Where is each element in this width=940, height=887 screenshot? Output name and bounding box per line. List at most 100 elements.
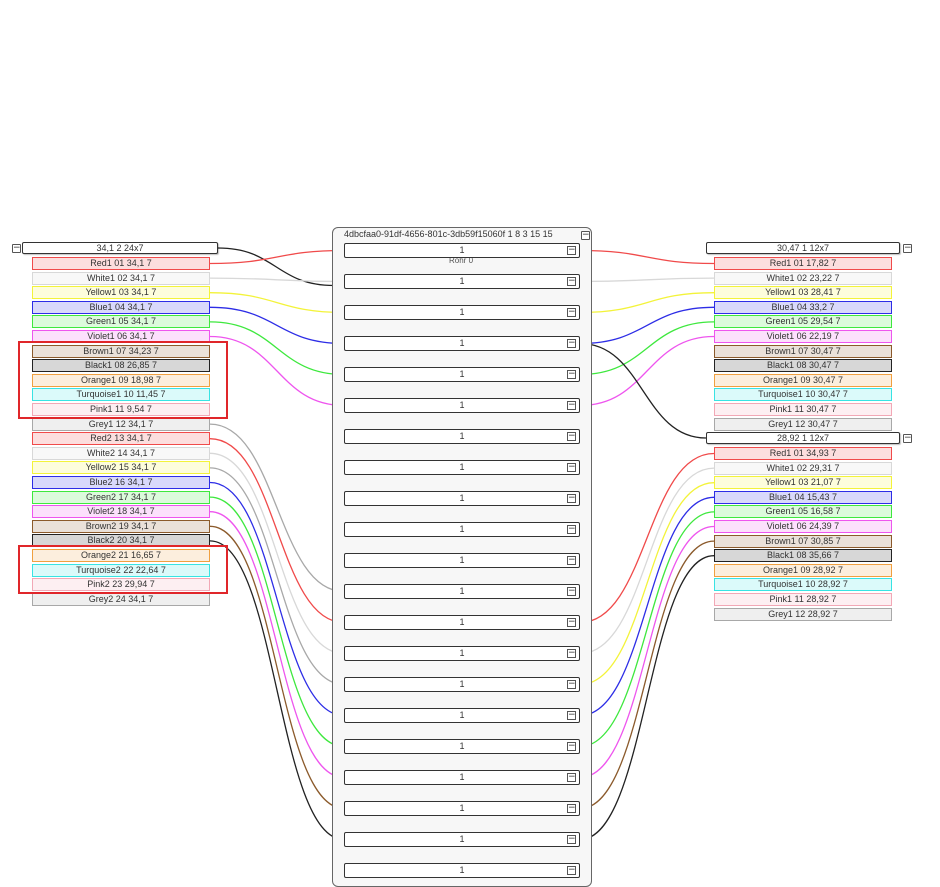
splice-slot[interactable]: 1− — [344, 863, 580, 878]
left-cable-fiber-red[interactable]: Red1 01 34,1 7 — [32, 257, 210, 270]
right-cable-1-fiber-blue[interactable]: Blue1 04 33,2 7 — [714, 300, 892, 314]
splice-slot-label: 1 — [459, 338, 465, 348]
collapse-slot-icon[interactable]: − — [567, 648, 576, 658]
splice-slot[interactable]: 1− — [344, 336, 580, 351]
splice-slot[interactable]: 1− — [344, 770, 580, 785]
right-cable-2-header[interactable]: 28,92 1 12x7 — [706, 432, 900, 444]
splice-slot[interactable]: 1− — [344, 491, 580, 506]
left-cable-header[interactable]: 34,1 2 24x7 — [22, 242, 218, 254]
collapse-slot-icon[interactable]: − — [567, 586, 576, 596]
collapse-slot-icon[interactable]: − — [567, 617, 576, 627]
collapse-slot-icon[interactable]: − — [567, 400, 576, 410]
collapse-slot-icon[interactable]: − — [567, 555, 576, 565]
left-cable-fiber-pink[interactable]: Pink1 11 9,54 7 — [32, 403, 210, 416]
right-cable-2-fiber-brown[interactable]: Brown1 07 30,85 7 — [714, 534, 892, 548]
collapse-slot-icon[interactable]: − — [567, 493, 576, 503]
left-cable-fiber-grey[interactable]: Grey2 24 34,1 7 — [32, 592, 210, 606]
right-cable-1-fiber-black[interactable]: Black1 08 30,47 7 — [714, 359, 892, 373]
splice-slot[interactable]: 1− — [344, 398, 580, 413]
collapse-left-cable-icon[interactable]: − — [12, 243, 21, 253]
splice-slot[interactable]: 1− — [344, 305, 580, 320]
left-cable-fiber-orange[interactable]: Orange2 21 16,65 7 — [32, 549, 210, 562]
collapse-slot-icon[interactable]: − — [567, 276, 576, 286]
collapse-slot-icon[interactable]: − — [567, 741, 576, 751]
collapse-slot-icon[interactable]: − — [567, 710, 576, 720]
splice-slot[interactable]: 1− — [344, 367, 580, 382]
left-fiber-wire — [209, 496, 345, 748]
right-cable-1-fiber-orange[interactable]: Orange1 09 30,47 7 — [714, 373, 892, 387]
left-cable-fiber-yellow[interactable]: Yellow1 03 34,1 7 — [32, 286, 210, 300]
splice-slot[interactable]: 1− — [344, 677, 580, 692]
collapse-right-cable-2-icon[interactable]: − — [903, 433, 912, 443]
right-cable-1-fiber-turquoise[interactable]: Turquoise1 10 30,47 7 — [714, 388, 892, 402]
right-cable-2-fiber-blue[interactable]: Blue1 04 15,43 7 — [714, 490, 892, 504]
left-fiber-wire — [209, 525, 345, 810]
collapse-slot-icon[interactable]: − — [567, 772, 576, 782]
right-cable-1-header[interactable]: 30,47 1 12x7 — [706, 242, 900, 254]
collapse-slot-icon[interactable]: − — [567, 245, 576, 255]
splice-slot[interactable]: 1− — [344, 522, 580, 537]
collapse-slot-icon[interactable]: − — [567, 865, 576, 875]
right-cable-2-fiber-red[interactable]: Red1 01 34,93 7 — [714, 447, 892, 460]
right-cable-2-fiber-turquoise[interactable]: Turquoise1 10 28,92 7 — [714, 578, 892, 592]
splice-slot[interactable]: 1− — [344, 801, 580, 816]
right-cable-1-fiber-red[interactable]: Red1 01 17,82 7 — [714, 257, 892, 270]
right-cable-2-fiber-violet[interactable]: Violet1 06 24,39 7 — [714, 520, 892, 533]
right-cable-2-fiber-pink[interactable]: Pink1 11 28,92 7 — [714, 593, 892, 606]
right-cable-1-fiber-white[interactable]: White1 02 23,22 7 — [714, 271, 892, 285]
collapse-slot-icon[interactable]: − — [567, 369, 576, 379]
left-cable-fiber-pink[interactable]: Pink2 23 29,94 7 — [32, 578, 210, 592]
splice-slot[interactable]: 1− — [344, 429, 580, 444]
collapse-slot-icon[interactable]: − — [567, 679, 576, 689]
right-cable-2-fiber-green[interactable]: Green1 05 16,58 7 — [714, 505, 892, 519]
right-cable-2-fiber-white[interactable]: White1 02 29,31 7 — [714, 461, 892, 475]
splice-slot[interactable]: 1− — [344, 832, 580, 847]
left-cable-fiber-orange[interactable]: Orange1 09 18,98 7 — [32, 373, 210, 387]
collapse-right-cable-1-icon[interactable]: − — [903, 243, 912, 253]
left-cable-fiber-turquoise[interactable]: Turquoise1 10 11,45 7 — [32, 388, 210, 402]
splice-slot[interactable]: 1− — [344, 584, 580, 599]
left-cable-fiber-white[interactable]: White2 14 34,1 7 — [32, 446, 210, 460]
collapse-slot-icon[interactable]: − — [567, 431, 576, 441]
splice-slot[interactable]: 1− — [344, 274, 580, 289]
collapse-tray-icon[interactable]: − — [581, 230, 590, 240]
left-cable-fiber-grey[interactable]: Grey1 12 34,1 7 — [32, 417, 210, 431]
right-cable-1-fiber-yellow[interactable]: Yellow1 03 28,41 7 — [714, 286, 892, 300]
right-cable-2-fiber-black[interactable]: Black1 08 35,66 7 — [714, 549, 892, 563]
right-cable-1-fiber-brown[interactable]: Brown1 07 30,47 7 — [714, 344, 892, 358]
left-cable-fiber-blue[interactable]: Blue1 04 34,1 7 — [32, 300, 210, 314]
collapse-slot-icon[interactable]: − — [567, 524, 576, 534]
collapse-slot-icon[interactable]: − — [567, 307, 576, 317]
collapse-slot-icon[interactable]: − — [567, 462, 576, 472]
right-cable-1-fiber-grey[interactable]: Grey1 12 30,47 7 — [714, 417, 892, 431]
splice-slot-label: 1 — [459, 834, 465, 844]
splice-slot[interactable]: 1− — [344, 553, 580, 568]
collapse-slot-icon[interactable]: − — [567, 338, 576, 348]
left-cable-fiber-brown[interactable]: Brown1 07 34,23 7 — [32, 344, 210, 358]
splice-slot[interactable]: 1− — [344, 646, 580, 661]
right-cable-2-fiber-yellow[interactable]: Yellow1 03 21,07 7 — [714, 476, 892, 490]
collapse-slot-icon[interactable]: − — [567, 803, 576, 813]
right-cable-1-fiber-green[interactable]: Green1 05 29,54 7 — [714, 315, 892, 329]
right-cable-1-fiber-pink[interactable]: Pink1 11 30,47 7 — [714, 403, 892, 416]
left-cable-fiber-turquoise[interactable]: Turquoise2 22 22,64 7 — [32, 563, 210, 577]
splice-slot[interactable]: 1− — [344, 243, 580, 258]
collapse-slot-icon[interactable]: − — [567, 834, 576, 844]
left-cable-fiber-black[interactable]: Black1 08 26,85 7 — [32, 359, 210, 373]
splice-slot[interactable]: 1− — [344, 460, 580, 475]
splice-slot[interactable]: 1− — [344, 708, 580, 723]
left-cable-fiber-blue[interactable]: Blue2 16 34,1 7 — [32, 476, 210, 489]
left-cable-fiber-green[interactable]: Green1 05 34,1 7 — [32, 315, 210, 329]
left-cable-fiber-brown[interactable]: Brown2 19 34,1 7 — [32, 519, 210, 533]
left-cable-fiber-yellow[interactable]: Yellow2 15 34,1 7 — [32, 461, 210, 475]
left-cable-fiber-green[interactable]: Green2 17 34,1 7 — [32, 490, 210, 504]
right-cable-2-fiber-orange[interactable]: Orange1 09 28,92 7 — [714, 563, 892, 577]
left-cable-fiber-violet[interactable]: Violet2 18 34,1 7 — [32, 505, 210, 519]
right-fiber-wire — [579, 496, 715, 717]
left-cable-fiber-white[interactable]: White1 02 34,1 7 — [32, 271, 210, 285]
left-cable-fiber-red[interactable]: Red2 13 34,1 7 — [32, 432, 210, 446]
splice-slot[interactable]: 1− — [344, 615, 580, 630]
right-cable-2-fiber-grey[interactable]: Grey1 12 28,92 7 — [714, 607, 892, 621]
splice-slot[interactable]: 1− — [344, 739, 580, 754]
right-cable-1-fiber-violet[interactable]: Violet1 06 22,19 7 — [714, 330, 892, 343]
